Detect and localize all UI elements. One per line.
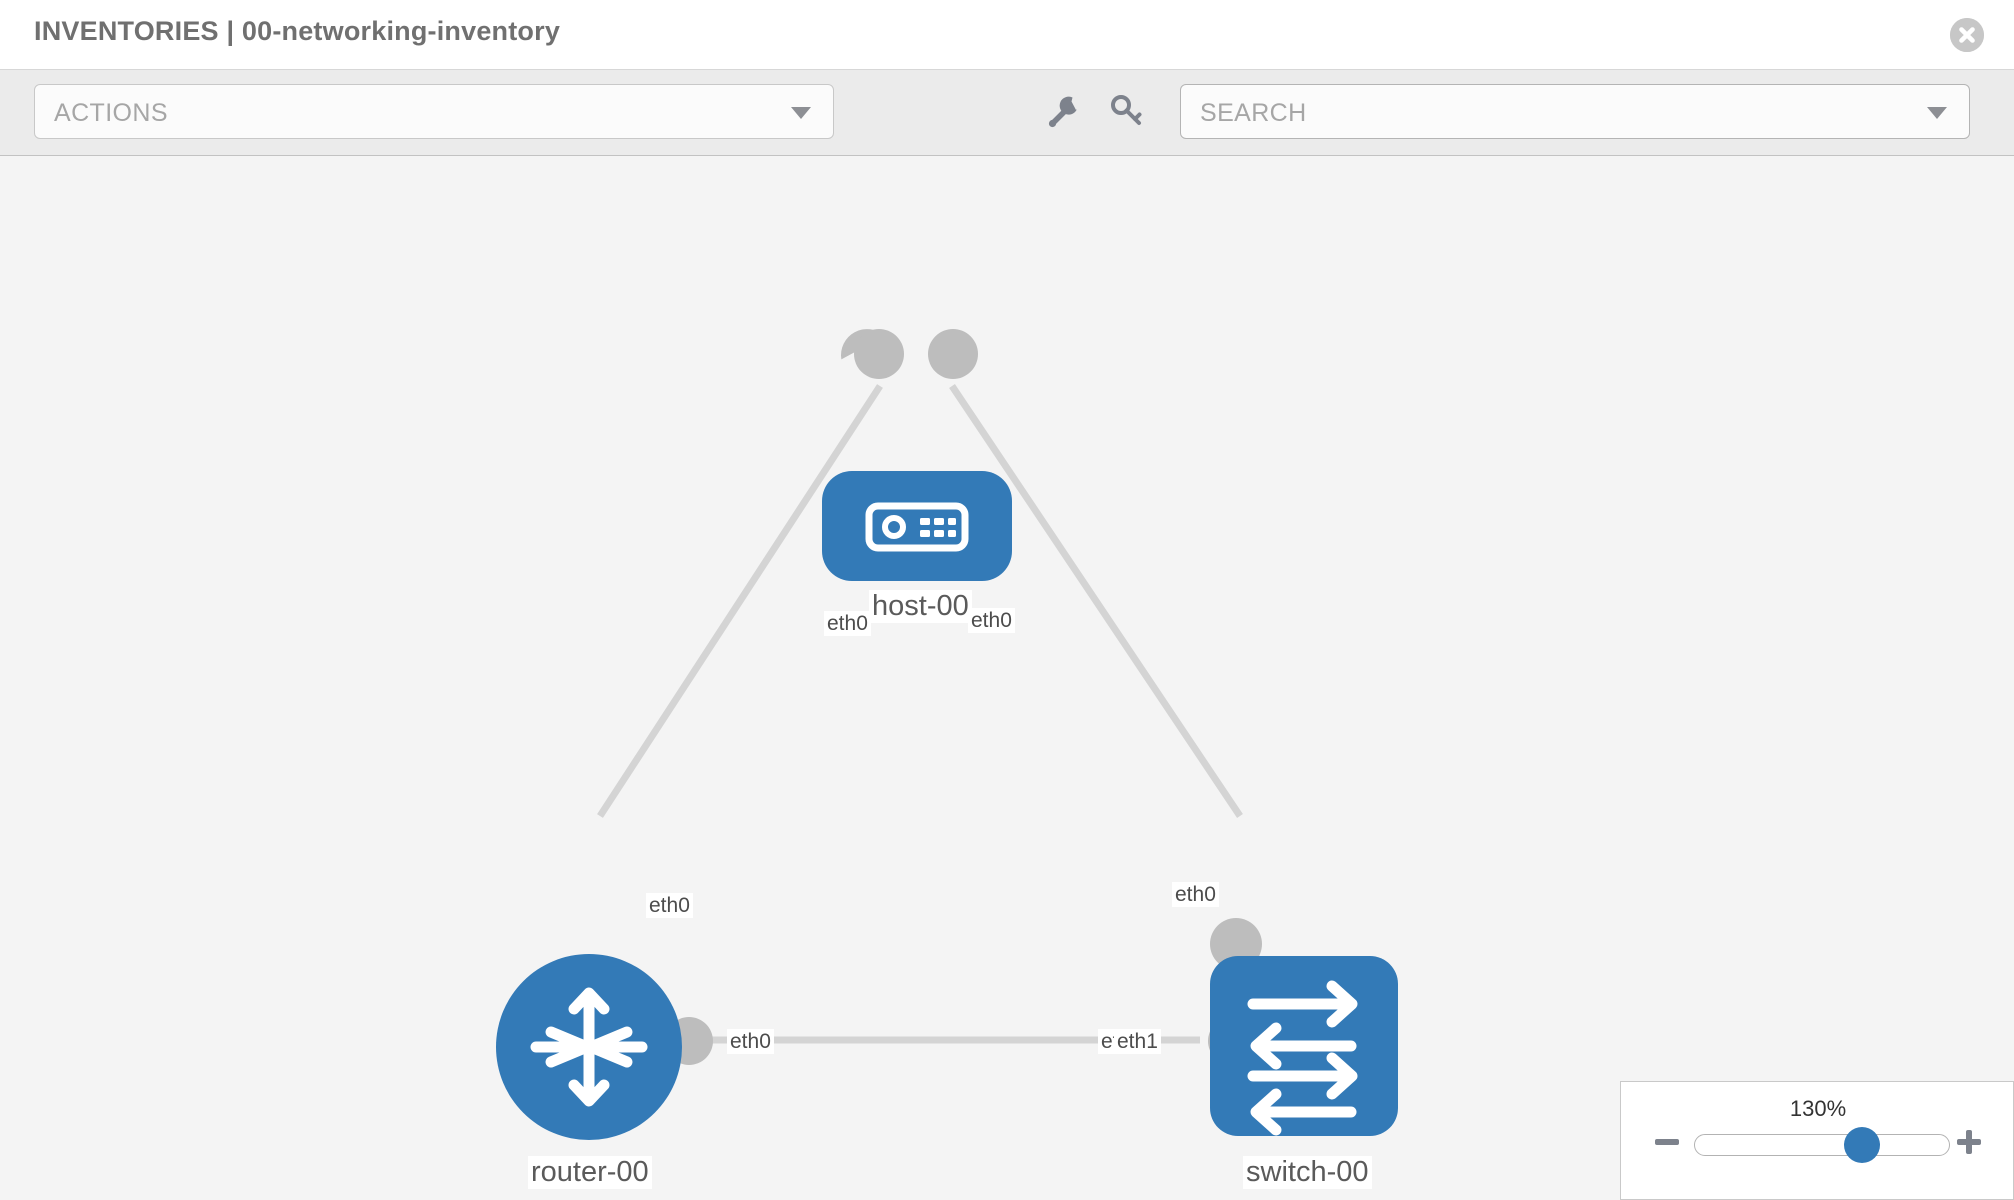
zoom-level-label: 130%	[1789, 1096, 1847, 1121]
node-router-00[interactable]	[496, 954, 682, 1140]
iface-label-router-right: eth0	[727, 1029, 774, 1054]
close-icon[interactable]	[1950, 18, 1984, 52]
chevron-down-icon	[1927, 107, 1947, 119]
toolbar: ACTIONS SEARCH	[0, 70, 2014, 156]
link-host-switch	[949, 384, 1243, 818]
search-placeholder: SEARCH	[1200, 99, 1307, 127]
iface-label-host-right: eth0	[968, 608, 1015, 633]
endpoint-host-left-dot	[854, 329, 904, 379]
iface-label-switch-left: eth1	[1114, 1029, 1161, 1054]
zoom-control-panel: 130%	[1620, 1081, 2014, 1200]
page-header: INVENTORIES | 00-networking-inventory	[0, 0, 2014, 70]
page-title: INVENTORIES | 00-networking-inventory	[34, 16, 561, 46]
search-input[interactable]: SEARCH	[1180, 84, 1970, 139]
zoom-slider-thumb[interactable]	[1844, 1127, 1880, 1163]
node-switch-00[interactable]	[1210, 956, 1398, 1136]
link-host-router	[597, 384, 883, 818]
topology-graph	[496, 329, 1398, 1140]
topology-canvas[interactable]: host-00 router-00 switch-00 eth0 eth0 et…	[0, 156, 2014, 1200]
actions-dropdown-label: ACTIONS	[54, 99, 168, 127]
node-label-switch-00: switch-00	[1243, 1156, 1372, 1189]
actions-dropdown[interactable]: ACTIONS	[34, 84, 834, 139]
node-label-host-00: host-00	[869, 590, 972, 623]
iface-label-host-left: eth0	[824, 611, 871, 636]
chevron-down-icon	[791, 107, 811, 119]
node-label-router-00: router-00	[528, 1156, 652, 1189]
zoom-out-button[interactable]	[1653, 1128, 1681, 1156]
endpoint-host-right-dot	[928, 329, 978, 379]
iface-label-router-up: eth0	[646, 893, 693, 918]
wrench-icon[interactable]	[1041, 90, 1085, 134]
zoom-in-button[interactable]	[1955, 1128, 1983, 1156]
node-host-00[interactable]	[822, 471, 1012, 581]
iface-label-switch-up: eth0	[1172, 882, 1219, 907]
key-icon[interactable]	[1105, 90, 1149, 134]
zoom-slider-track[interactable]	[1694, 1134, 1950, 1156]
